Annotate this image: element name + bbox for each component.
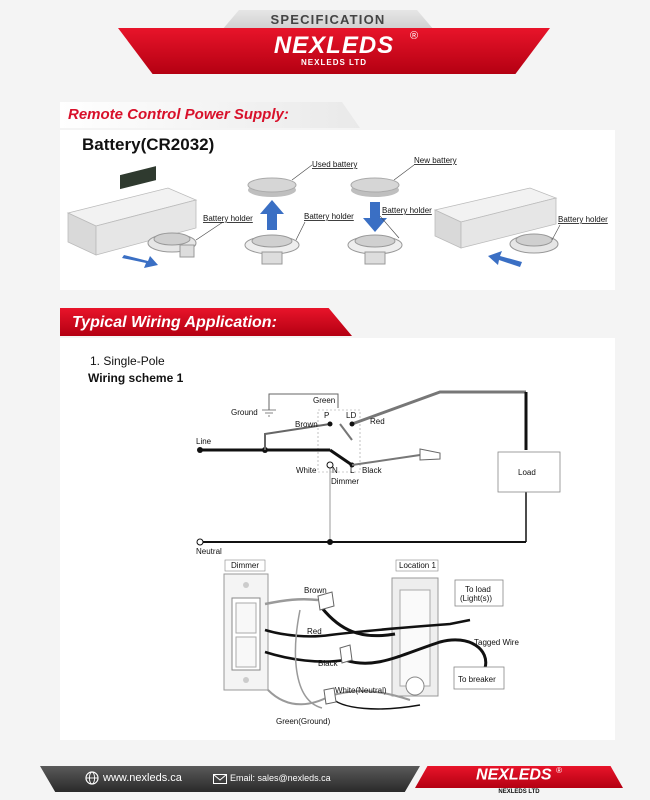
label-to-load: To load xyxy=(465,585,491,594)
label-l: L xyxy=(350,466,355,475)
footer-website[interactable]: www.nexleds.ca xyxy=(103,772,182,784)
footer-logo-registered-mark: ® xyxy=(556,766,562,775)
used-battery xyxy=(247,177,297,197)
battery-subtitle: Battery(CR2032) xyxy=(82,135,215,154)
label-install-red: Red xyxy=(307,627,322,636)
logo-text: NEXLEDS xyxy=(273,32,395,59)
footer-logo-banner xyxy=(415,766,623,788)
arrow-down-icon xyxy=(363,202,387,232)
wiring-section-title: Typical Wiring Application: xyxy=(72,314,277,331)
label-install-dimmer: Dimmer xyxy=(231,561,259,570)
label-white: White xyxy=(296,466,317,475)
label-to-breaker: To breaker xyxy=(458,675,496,684)
footer-email[interactable]: Email: sales@nexleds.ca xyxy=(230,773,331,783)
label-p: P xyxy=(324,411,329,420)
battery-holder-3 xyxy=(347,234,403,265)
label-install-green: Green(Ground) xyxy=(276,717,331,726)
label-install-black: Black xyxy=(318,659,339,668)
label-neutral: Neutral xyxy=(196,547,222,556)
new-battery xyxy=(350,177,400,197)
label-black: Black xyxy=(362,466,383,475)
footer-bar xyxy=(40,766,420,792)
battery-holder-1 xyxy=(147,232,197,258)
logo-registered-mark: ® xyxy=(410,30,419,42)
footer-logo-text: NEXLEDS xyxy=(476,766,552,784)
header-banner xyxy=(118,28,550,74)
brand-logo: NEXLEDS ® NEXLEDS LTD xyxy=(118,30,550,67)
label-ground: Ground xyxy=(231,408,258,417)
arrow-up-icon xyxy=(260,200,284,230)
location-box xyxy=(391,577,439,697)
label-battery-holder-2: Battery holder xyxy=(304,212,354,221)
label-new-battery: New battery xyxy=(414,156,457,165)
wiring-section-bar xyxy=(60,308,352,336)
battery-holder-4 xyxy=(509,233,559,254)
battery-holder-2 xyxy=(244,234,300,265)
label-dimmer: Dimmer xyxy=(331,477,359,486)
arrow-in-icon xyxy=(488,251,522,267)
label-battery-holder-1: Battery holder xyxy=(203,214,253,223)
globe-icon xyxy=(85,771,99,785)
remote-device-left xyxy=(66,166,198,256)
to-load-box xyxy=(454,579,504,607)
remote-device-right xyxy=(433,187,558,249)
label-install-brown: Brown xyxy=(304,586,327,595)
label-n: N xyxy=(332,466,338,475)
logo-subtext: NEXLEDS LTD xyxy=(301,58,367,67)
label-install-location: Location 1 xyxy=(399,561,436,570)
label-load: Load xyxy=(518,468,536,477)
label-battery-holder-3: Battery holder xyxy=(382,206,432,215)
battery-section-title: Remote Control Power Supply: xyxy=(68,106,289,123)
spec-tab xyxy=(222,10,434,30)
label-line: Line xyxy=(196,437,212,446)
arrow-out-icon xyxy=(122,255,158,268)
label-install-white: White(Neutral) xyxy=(335,686,387,695)
wiring-item-label: 1. Single-Pole xyxy=(90,354,165,368)
label-brown: Brown xyxy=(295,420,318,429)
label-ld: LD xyxy=(346,411,356,420)
to-breaker-box xyxy=(453,666,505,690)
battery-section-bar xyxy=(60,102,360,128)
dimmer-device xyxy=(223,573,269,691)
label-green: Green xyxy=(313,396,335,405)
label-battery-holder-4: Battery holder xyxy=(558,215,608,224)
label-tagged-wire: Tagged Wire xyxy=(474,638,519,647)
label-to-load-lights: (Light(s)) xyxy=(460,594,492,603)
load-box xyxy=(497,451,561,493)
label-red: Red xyxy=(370,417,385,426)
label-used-battery: Used battery xyxy=(312,160,357,169)
footer-logo-subtext: NEXLEDS LTD xyxy=(498,789,540,795)
wiring-scheme-label: Wiring scheme 1 xyxy=(88,371,184,385)
spec-label: SPECIFICATION xyxy=(270,12,386,27)
footer-logo: NEXLEDS ® xyxy=(415,766,623,784)
mail-icon xyxy=(213,774,227,784)
